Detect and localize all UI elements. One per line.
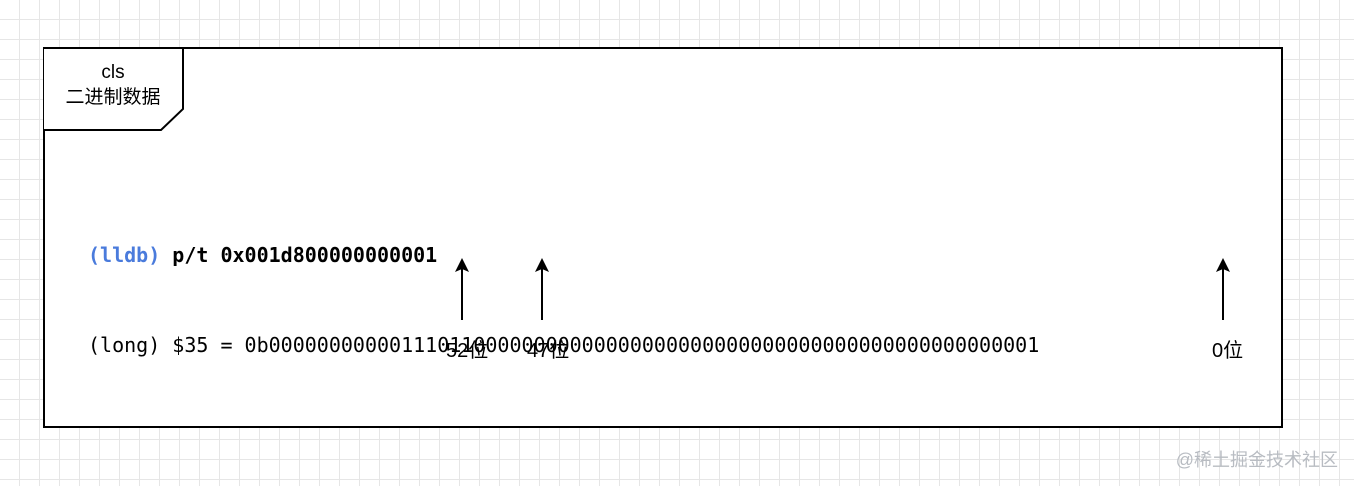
bit-label-0: 0位 — [1212, 340, 1244, 362]
lldb-console: (lldb) p/t 0x001d800000000001 (long) $35… — [88, 180, 1039, 390]
bit-label-52: 52位 — [446, 340, 489, 362]
arrow-up-icon — [1216, 258, 1230, 320]
command-line: (lldb) p/t 0x001d800000000001 — [88, 240, 1039, 270]
arrow-up-icon — [535, 258, 549, 320]
output-line: (long) $35 = 0b0000000000011101100000000… — [88, 330, 1039, 360]
arrow-up-icon — [455, 258, 469, 320]
title-tab-line-2: 二进制数据 — [65, 87, 161, 108]
title-tab-line-1: cls — [101, 62, 125, 83]
title-tab-outline — [44, 47, 184, 131]
bit-label-47: 47位 — [527, 340, 570, 362]
lldb-command: p/t 0x001d800000000001 — [172, 243, 438, 267]
lldb-prompt: (lldb) — [88, 243, 161, 267]
diagram-frame — [43, 47, 1283, 428]
title-tab-text: cls 二进制数据 — [43, 60, 183, 110]
output-value: $35 = 0b00000000000111011000000000000000… — [160, 333, 1040, 357]
output-type: (long) — [88, 333, 161, 357]
title-tab — [44, 47, 184, 131]
watermark: @稀土掘金技术社区 — [1175, 450, 1338, 470]
